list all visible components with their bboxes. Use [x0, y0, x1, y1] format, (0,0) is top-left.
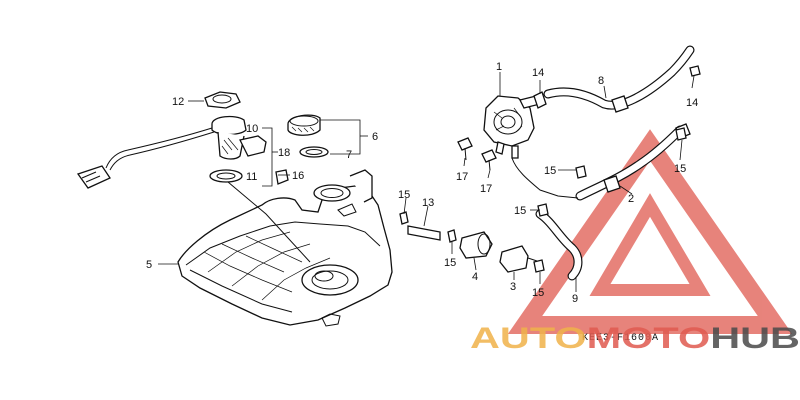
- watermark-part1: AUTO: [470, 322, 587, 355]
- fuel-hose-9: [511, 157, 583, 281]
- watermark-part3: HUB: [710, 322, 800, 355]
- callout-13: 13: [422, 197, 434, 209]
- fuel-filter-4: [459, 231, 493, 259]
- callout-17b: 17: [480, 183, 492, 195]
- callout-15e: 15: [532, 287, 544, 299]
- fuel-tank: [177, 169, 393, 327]
- callout-18: 18: [278, 147, 290, 159]
- callout-15d: 15: [514, 205, 526, 217]
- hose-clip-14b: [689, 65, 701, 77]
- bolt-17b: [481, 149, 497, 171]
- callout-labels: 1 2 3 4 5 6 7 8 9 10 11 12 13 14 14 15 1…: [146, 61, 698, 305]
- leader-lines: [158, 72, 695, 292]
- fuel-pump: [483, 95, 541, 159]
- callout-7: 7: [346, 149, 352, 161]
- watermark-part2: MOTO: [587, 322, 711, 355]
- callout-4: 4: [472, 271, 478, 283]
- callout-17a: 17: [456, 171, 468, 183]
- callout-15c: 15: [544, 165, 556, 177]
- callout-14a: 14: [532, 67, 544, 79]
- callout-8: 8: [598, 75, 604, 87]
- callout-16: 16: [292, 170, 304, 182]
- callout-14b: 14: [686, 97, 698, 109]
- hose-clip-15: [399, 127, 687, 273]
- callout-11: 11: [246, 171, 257, 183]
- bolt-17a: [457, 137, 473, 161]
- callout-10: 10: [246, 123, 258, 135]
- diagram-code: KEE3-F1600A: [582, 333, 659, 344]
- callout-6: 6: [372, 131, 378, 143]
- fuel-connector-3: [499, 245, 541, 273]
- callout-1: 1: [496, 61, 502, 73]
- fuel-hose-8: [543, 45, 695, 113]
- hose-clip-14a: [533, 91, 547, 109]
- callout-3: 3: [510, 281, 516, 293]
- callout-5: 5: [146, 259, 152, 271]
- fuel-cap: [287, 114, 329, 158]
- callout-2: 2: [628, 193, 634, 205]
- callout-12: 12: [172, 96, 184, 108]
- fuel-tube-13: [407, 225, 441, 241]
- fuel-sender-unit: [76, 91, 311, 263]
- callout-9: 9: [572, 293, 578, 305]
- callout-15a: 15: [398, 189, 410, 201]
- watermark-triangle-logo: [507, 129, 793, 334]
- callout-15f: 15: [674, 163, 686, 175]
- callout-15b: 15: [444, 257, 456, 269]
